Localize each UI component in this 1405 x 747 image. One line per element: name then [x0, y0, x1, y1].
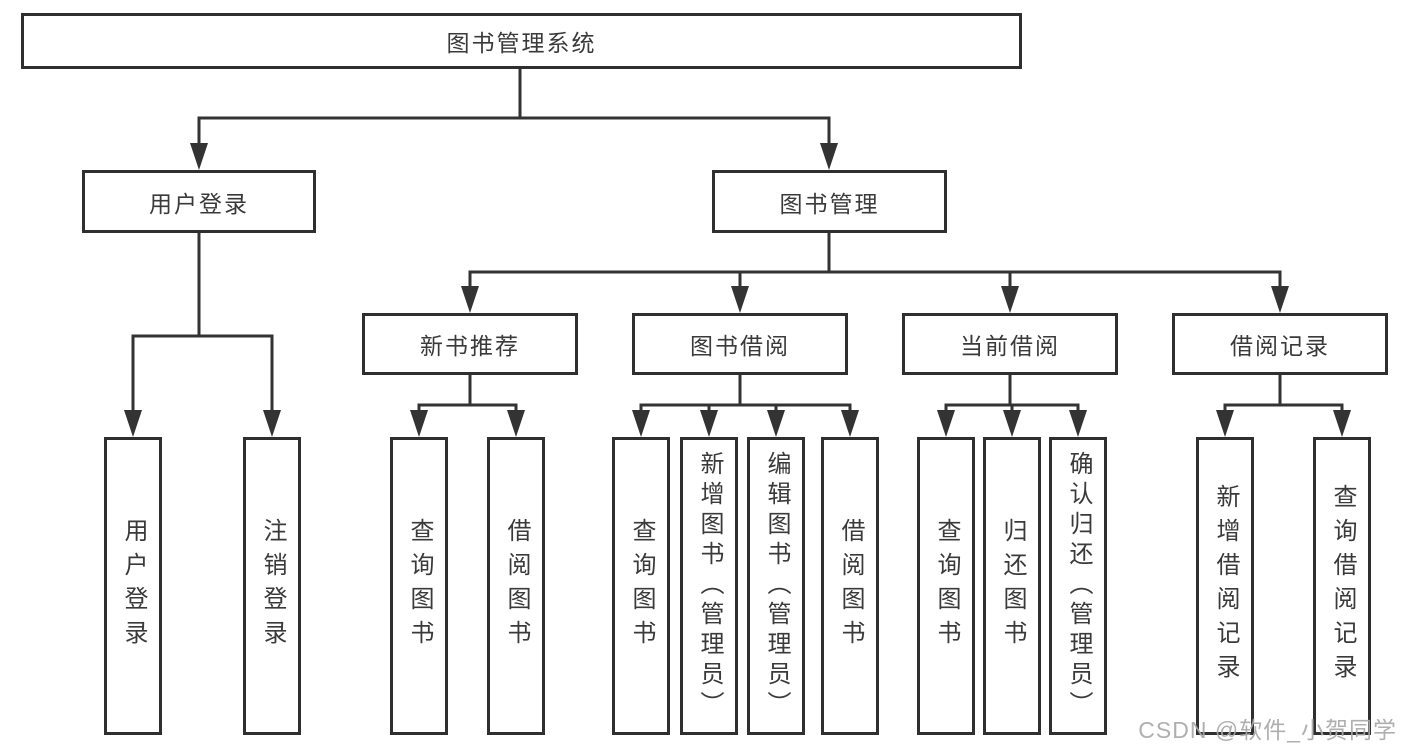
- tree-edges: [131, 69, 1344, 413]
- leaf-query-books-current: 查询图书: [917, 437, 975, 735]
- node-label: 图书管理系统: [446, 30, 597, 56]
- node-label: 新书推荐: [420, 333, 520, 359]
- leaf-query-books-borrowing: 查询图书: [612, 437, 670, 735]
- node-library-management-system: 图书管理系统: [21, 13, 1022, 69]
- leaf-label: 查询图书: [933, 518, 960, 654]
- leaf-borrow-books-recommend: 借阅图书: [487, 437, 545, 735]
- leaf-label: 查询图书: [628, 518, 655, 654]
- leaf-return-books: 归还图书: [983, 437, 1041, 735]
- leaf-query-books-recommend: 查询图书: [390, 437, 448, 735]
- leaf-label: 新增借阅记录: [1212, 484, 1239, 688]
- node-current-borrowing: 当前借阅: [902, 313, 1118, 375]
- leaf-add-books-admin: 新增图书（管理员）: [680, 437, 738, 735]
- node-user-login-branch: 用户登录: [82, 170, 316, 233]
- node-label: 当前借阅: [960, 333, 1060, 359]
- leaf-label: 查询借阅记录: [1329, 484, 1356, 688]
- leaf-add-borrow-record: 新增借阅记录: [1196, 437, 1254, 735]
- leaf-logout: 注销登录: [243, 437, 301, 735]
- node-book-management-branch: 图书管理: [712, 170, 947, 233]
- leaf-label: 归还图书: [999, 518, 1026, 654]
- arrowheads: [124, 143, 1351, 437]
- leaf-label: 借阅图书: [837, 518, 864, 654]
- leaf-confirm-return-admin: 确认归还（管理员）: [1049, 437, 1107, 735]
- leaf-label: 新增图书（管理员）: [696, 451, 723, 721]
- leaf-query-borrow-record: 查询借阅记录: [1313, 437, 1371, 735]
- node-label: 借阅记录: [1230, 333, 1330, 359]
- csdn-watermark: CSDN @软件_小贺同学: [1138, 717, 1397, 743]
- leaf-edit-books-admin: 编辑图书（管理员）: [747, 437, 805, 735]
- leaf-user-login: 用户登录: [104, 437, 162, 735]
- leaf-label: 注销登录: [259, 518, 286, 654]
- leaf-label: 用户登录: [120, 518, 147, 654]
- node-label: 图书管理: [779, 190, 880, 217]
- leaf-label: 借阅图书: [503, 518, 530, 654]
- leaf-borrow-books-borrowing: 借阅图书: [821, 437, 879, 735]
- node-book-borrowing: 图书借阅: [632, 313, 848, 375]
- leaf-label: 查询图书: [406, 518, 433, 654]
- node-label: 图书借阅: [690, 333, 790, 359]
- node-new-book-recommendation: 新书推荐: [362, 313, 578, 375]
- node-label: 用户登录: [149, 190, 249, 217]
- leaf-label: 确认归还（管理员）: [1065, 451, 1092, 721]
- node-borrowing-records: 借阅记录: [1172, 313, 1388, 375]
- leaf-label: 编辑图书（管理员）: [763, 451, 790, 721]
